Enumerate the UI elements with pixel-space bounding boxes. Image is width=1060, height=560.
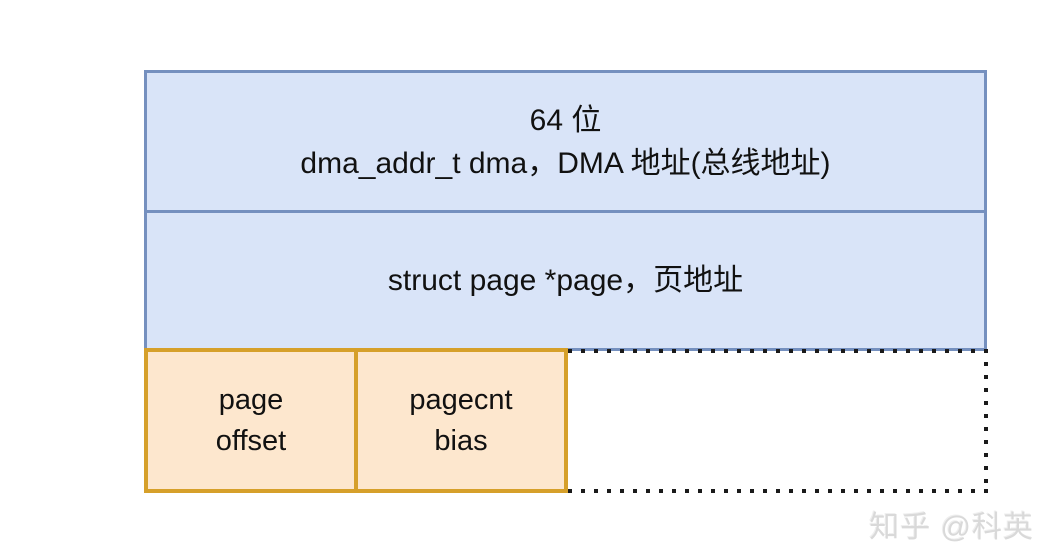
reserved-dotted-region <box>568 349 988 493</box>
pagecnt-bias-cell: pagecnt bias <box>354 348 568 493</box>
dma-addr-row-line1: 64 位 <box>529 103 602 137</box>
dma-addr-row-line2: dma_addr_t dma，DMA 地址(总线地址) <box>300 146 831 180</box>
page-offset-line1: page <box>218 383 284 416</box>
watermark-text: 知乎 @科英 <box>869 511 1034 544</box>
pagecnt-bias-line2: bias <box>434 424 488 457</box>
page-offset-line2: offset <box>215 424 287 457</box>
struct-page-row-label: struct page *page，页地址 <box>387 264 744 297</box>
struct-page-row: struct page *page，页地址 <box>144 213 987 351</box>
pagecnt-bias-line1: pagecnt <box>409 383 513 416</box>
dma-addr-row: 64 位 dma_addr_t dma，DMA 地址(总线地址) <box>144 70 987 213</box>
page-offset-cell: page offset <box>144 348 358 493</box>
